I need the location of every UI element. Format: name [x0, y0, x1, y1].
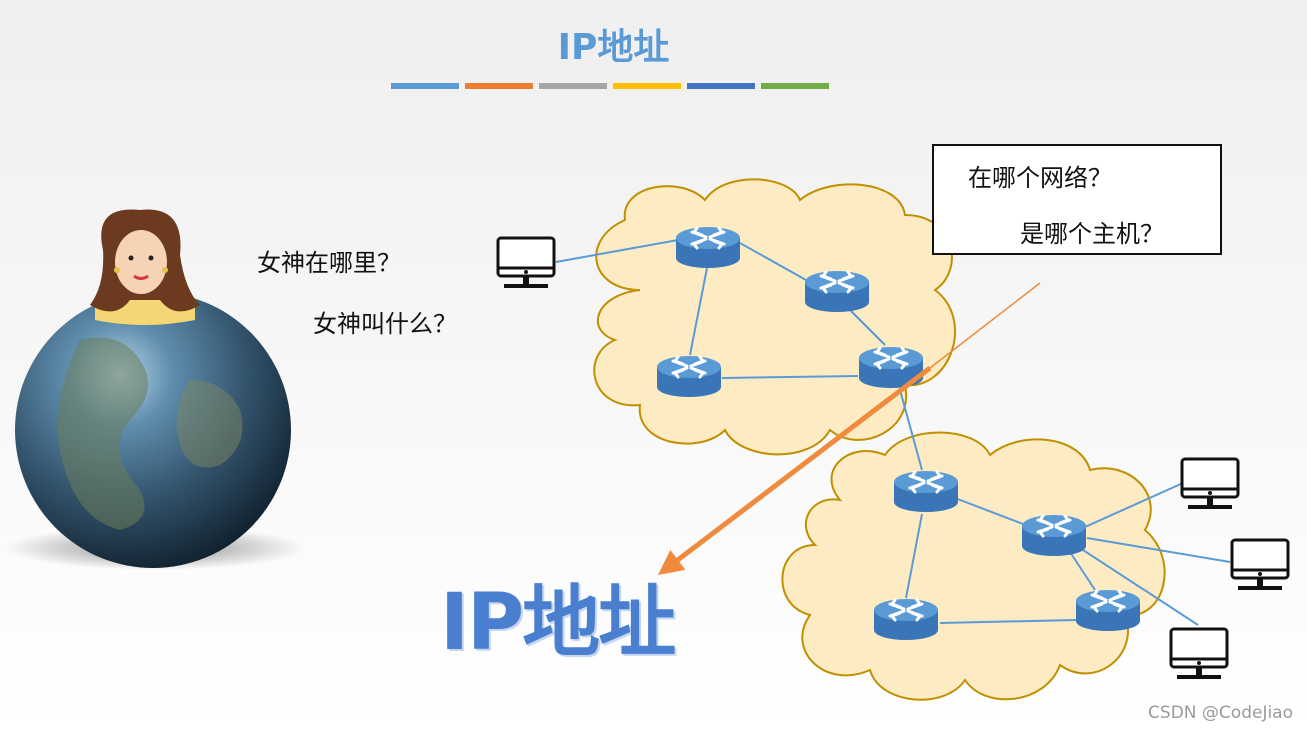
- globe-continent: [176, 380, 243, 468]
- router-icon: [892, 469, 960, 514]
- color-bar: [613, 83, 681, 89]
- arrow-thin-segment: [929, 282, 1041, 369]
- color-bar: [465, 83, 533, 89]
- question-where: 女神在哪里？: [257, 249, 401, 277]
- network-links: [555, 239, 1231, 626]
- computer-monitor-icon: [1230, 538, 1290, 592]
- router-icon: [674, 225, 742, 270]
- earth-globe-icon: [15, 292, 291, 568]
- computer-monitor-icon: [1180, 457, 1240, 511]
- globe-continent: [57, 337, 148, 530]
- question-box: 在哪个网络？ 是哪个主机？: [932, 144, 1222, 255]
- ip-address-label: IP地址: [440, 578, 676, 668]
- computer-monitor-icon: [496, 236, 556, 290]
- question-network: 在哪个网络？: [968, 164, 1112, 192]
- question-name: 女神叫什么？: [313, 310, 457, 338]
- color-bar: [687, 83, 755, 89]
- color-bar: [761, 83, 829, 89]
- watermark: CSDN @CodeJiao: [1148, 703, 1293, 723]
- woman-avatar-icon: [90, 209, 200, 325]
- router-icon: [872, 597, 940, 642]
- router-icon: [655, 354, 723, 399]
- arrow-to-ip: [658, 366, 932, 576]
- router-icon: [803, 269, 871, 314]
- cloud-network-icon: [593, 178, 957, 456]
- color-bar: [539, 83, 607, 89]
- title-color-bars: [391, 83, 829, 89]
- color-bar: [391, 83, 459, 89]
- question-host: 是哪个主机？: [1020, 220, 1164, 248]
- router-icon: [1074, 588, 1142, 633]
- router-icon: [1020, 513, 1088, 558]
- page-title: IP地址: [557, 27, 670, 68]
- computer-monitor-icon: [1169, 627, 1229, 681]
